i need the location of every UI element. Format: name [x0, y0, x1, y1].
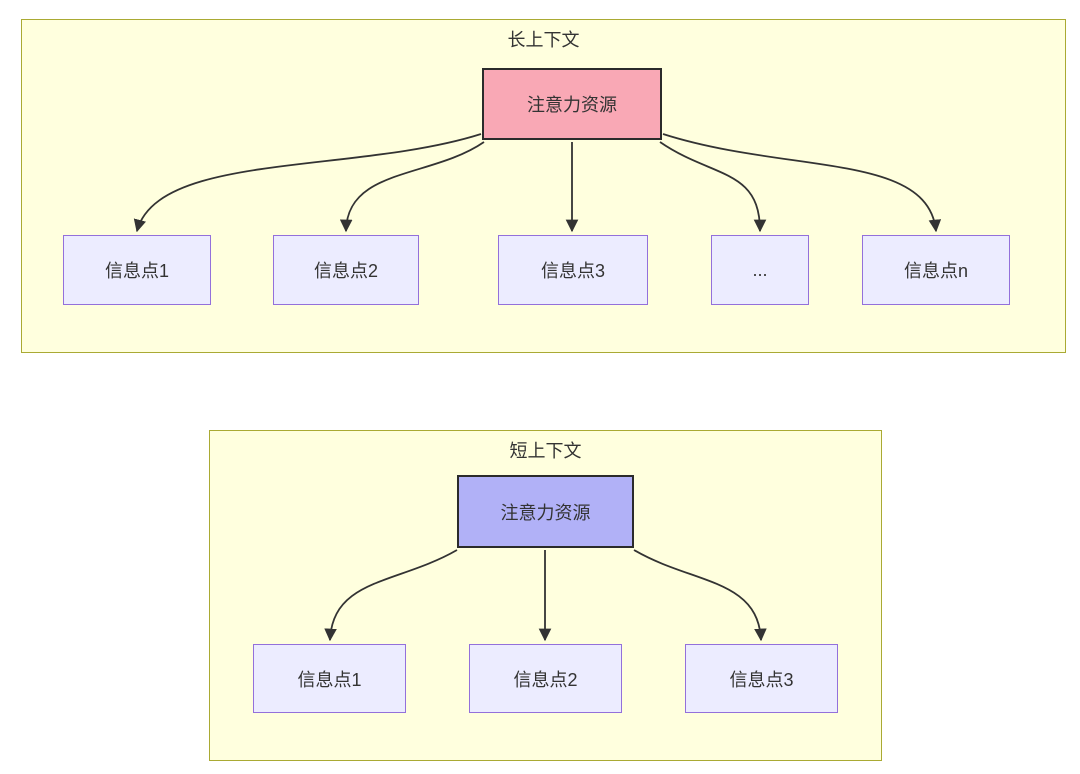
long-info-node-3: 信息点3: [498, 235, 648, 305]
short-attention-node: 注意力资源: [457, 475, 634, 548]
short-info-node-2: 信息点2: [469, 644, 622, 713]
short-info-node-3: 信息点3: [685, 644, 838, 713]
short-context-title: 短上下文: [509, 441, 582, 461]
long-attention-node: 注意力资源: [482, 68, 662, 140]
short-info-node-1: 信息点1: [253, 644, 406, 713]
long-context-title: 长上下文: [507, 30, 580, 50]
long-info-node-1: 信息点1: [63, 235, 211, 305]
long-info-node-n: 信息点n: [862, 235, 1010, 305]
long-info-node-2: 信息点2: [273, 235, 419, 305]
long-info-node-ellipsis: ...: [711, 235, 809, 305]
